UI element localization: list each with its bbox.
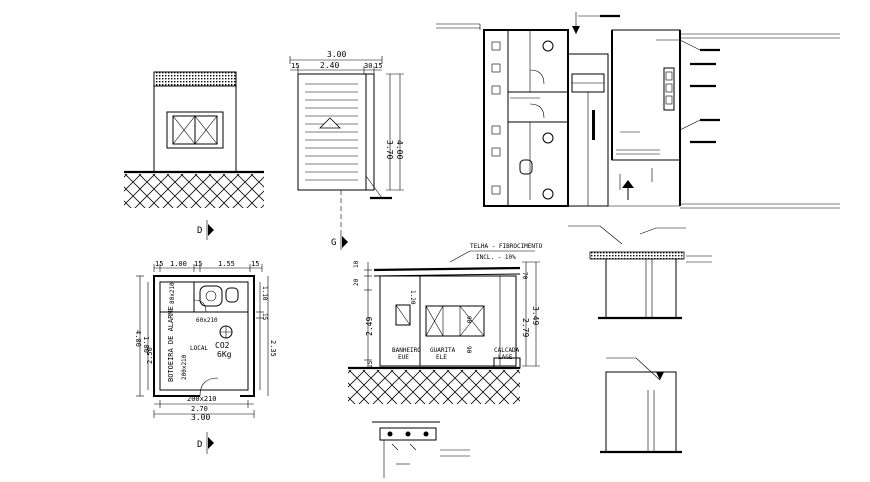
section-marker-g: G <box>331 232 348 250</box>
floor-dim-total-width: 3.00 <box>191 413 210 422</box>
section-g-label: G <box>331 238 336 248</box>
detail-section-bottom <box>600 357 682 454</box>
floor-dim-top-1: 15 <box>155 260 163 268</box>
site-floor-plan <box>436 12 840 209</box>
floor-dim-top-5: 15 <box>251 260 259 268</box>
floor-dim-top-4: 1.55 <box>218 260 235 268</box>
roof-dim-height-total: 4.00 <box>395 140 404 159</box>
floor-dim-top-2: 1.00 <box>170 260 187 268</box>
elev-window-dim-2: 90 <box>465 316 472 324</box>
roof-dim-total: 3.00 <box>327 50 346 59</box>
floor-door-top: 80x210 <box>169 282 176 304</box>
elev-roof-slope: INCL. - 10% <box>476 254 516 261</box>
section-d-label-top: D <box>197 226 202 236</box>
section-marker-d-top: D <box>197 220 214 240</box>
roof-dim-inner: 2.40 <box>320 61 339 70</box>
section-d-label-bottom: D <box>197 440 202 450</box>
elev-bathroom-sub: EUE <box>398 354 409 361</box>
floor-local-label: LOCAL <box>190 345 208 352</box>
side-elevation: TELHA - FIBROCIMENTO INCL. - 10% 1.20 90… <box>348 243 543 404</box>
wall-detail <box>372 421 470 478</box>
floor-dim-right-2: 15 <box>261 313 268 321</box>
elev-guarita-sub: ELE <box>436 354 447 361</box>
elev-dim-left-4: 15 <box>367 360 374 368</box>
elev-dim-right-3: 3.49 <box>531 306 540 325</box>
floor-dim-right-3: 2.35 <box>269 340 277 357</box>
elev-roof-note: TELHA - FIBROCIMENTO <box>470 243 543 250</box>
elev-dim-left-2: 20 <box>353 278 360 286</box>
roof-dim-height-inner: 3.70 <box>385 140 394 159</box>
floor-dim-top-3: 15 <box>194 260 202 268</box>
section-marker-d-bottom: D <box>197 432 214 454</box>
elev-guarita-label: GUARITA <box>430 347 456 354</box>
roof-slope-lines <box>305 83 358 181</box>
roof-dim-left: 15 <box>291 62 299 70</box>
floor-dim-left-2: 1.00 <box>142 336 150 353</box>
elev-sidewalk-label: CALCADA <box>494 347 520 354</box>
floor-co2-label: CO2 <box>215 341 230 350</box>
roof-plan: 3.00 15 2.40 30 15 <box>289 50 404 232</box>
floor-dim-left-1: 4.00 <box>134 330 142 347</box>
elev-window-dim-1: 1.20 <box>409 290 416 305</box>
front-elevation-small <box>124 71 264 208</box>
elev-window-dim-3: 90 <box>465 346 472 354</box>
elev-dim-right-2: 2.79 <box>521 318 530 337</box>
detail-section-top <box>568 225 712 320</box>
elev-dim-right-1: 70 <box>521 272 528 280</box>
elev-dim-left-1: 10 <box>353 260 360 268</box>
roof-dim-right: 30 <box>364 62 372 70</box>
floor-co2-kg: 6Kg <box>217 350 232 359</box>
roof-dim-right-small: 15 <box>374 62 382 70</box>
floor-left-room: 200x210 <box>181 354 188 380</box>
floor-dim-inner-width: 2.70 <box>191 405 208 413</box>
floor-dim-left-3: 2.50 <box>146 347 154 364</box>
floor-door-bottom: 200x210 <box>187 395 217 403</box>
elev-dim-left-3: 2.49 <box>365 317 374 336</box>
floor-dim-right-1: 1.10 <box>261 286 268 301</box>
floor-wc-door: 60x210 <box>196 317 218 324</box>
floor-alarm-label: BOTOEIRA DE ALARME <box>167 306 175 382</box>
elev-bathroom-label: BANHEIRO <box>392 347 421 354</box>
floor-plan: 15 1.00 15 1.55 15 80x210 60x210 CO2 6Kg… <box>134 260 277 422</box>
